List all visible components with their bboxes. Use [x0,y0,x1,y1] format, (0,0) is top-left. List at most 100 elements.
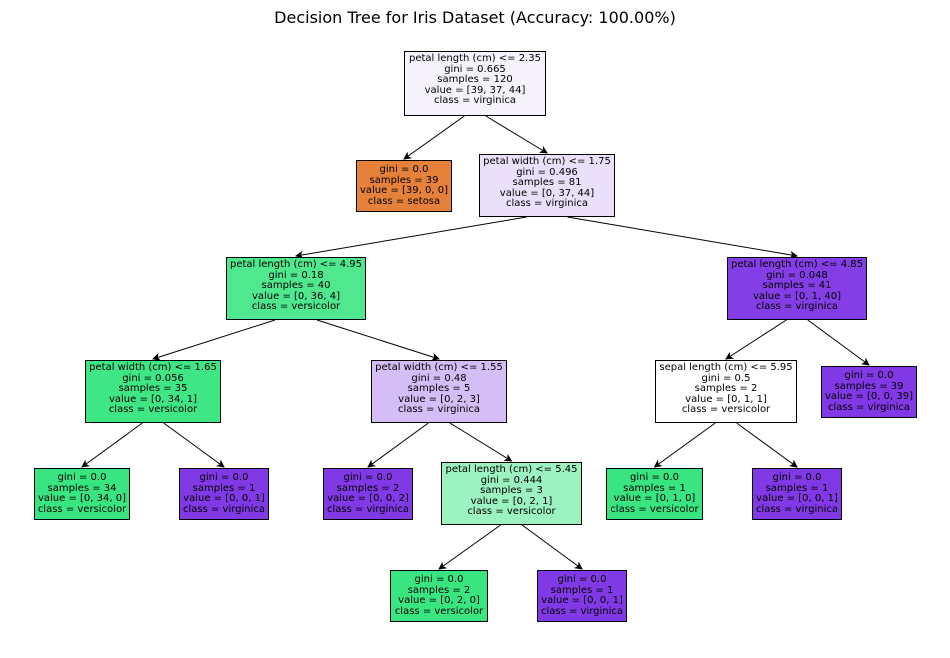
node-value: value = [39, 37, 44] [424,84,526,96]
node-gini: gini = 0.0 [57,472,107,483]
node-samples: samples = 5 [407,383,471,395]
node-gini: gini = 0.665 [444,63,506,75]
node-gini: gini = 0.0 [772,472,822,483]
node-samples: samples = 40 [261,280,331,292]
node-value: value = [0, 36, 4] [251,290,341,302]
node-samples: samples = 39 [834,380,904,392]
node-value: value = [0, 2, 0] [398,595,480,607]
node-class: class = virginica [505,198,589,210]
node-class: class = versicolor [467,506,556,518]
node-class: class = versicolor [108,404,198,416]
node-class: class = virginica [827,401,911,413]
node-gini: gini = 0.056 [122,372,184,384]
node-value: value = [0, 0, 39] [824,391,914,403]
edge-n12-n16 [521,524,583,570]
node-samples: samples = 2 [336,482,400,494]
node-value: value = [0, 0, 1] [756,493,838,505]
node-value: value = [0, 1, 1] [685,393,767,405]
edge-n6-n11 [367,422,429,468]
node-gini: gini = 0.48 [411,372,467,384]
node-value: value = [39, 0, 0] [359,185,449,197]
edge-n5-n10 [163,422,225,468]
node-value: value = [0, 0, 2] [327,493,409,505]
node-gini: gini = 0.444 [480,474,543,486]
node-samples: samples = 3 [480,485,543,497]
node-samples: samples = 1 [192,482,256,494]
node-split-rule: petal length (cm) <= 2.35 [409,53,541,64]
node-split-rule: petal width (cm) <= 1.75 [483,156,611,167]
node-samples: samples = 1 [623,482,686,494]
edge-n4-n7 [725,319,787,360]
node-samples: samples = 81 [512,177,582,189]
node-value: value = [0, 34, 0] [37,493,127,505]
node-split-rule: petal width (cm) <= 1.65 [89,362,217,373]
edge-n0-n2 [485,115,548,154]
node-value: value = [0, 2, 3] [398,393,480,405]
node-samples: samples = 1 [550,584,614,596]
node-class: class = virginica [182,503,266,515]
node-value: value = [0, 2, 1] [470,495,553,507]
node-samples: samples = 35 [118,383,188,395]
node-gini: gini = 0.0 [844,370,894,381]
edge-n3-n5 [152,319,276,361]
node-gini: gini = 0.5 [701,372,751,384]
edge-n4-n8 [807,319,870,366]
node-class: class = setosa [367,195,441,207]
node-class: class = versicolor [610,503,699,515]
edge-n7-n13 [653,422,716,468]
node-class: class = versicolor [37,503,127,515]
node-class: class = versicolor [251,301,341,313]
node-split-rule: petal length (cm) <= 4.85 [731,259,863,270]
node-class: class = virginica [397,404,481,416]
node-gini: gini = 0.0 [414,574,464,585]
node-class: class = versicolor [394,605,484,617]
node-samples: samples = 39 [369,174,439,186]
node-class: class = virginica [540,605,624,617]
node-samples: samples = 34 [47,482,117,494]
diagram-title: Decision Tree for Iris Dataset (Accuracy… [274,8,676,27]
node-value: value = [0, 1, 0] [613,493,696,505]
node-gini: gini = 0.0 [379,164,429,175]
node-value: value = [0, 34, 1] [108,393,198,405]
edge-n7-n14 [736,422,798,468]
node-class: class = virginica [326,503,410,515]
node-value: value = [0, 0, 1] [541,595,623,607]
node-split-rule: petal length (cm) <= 4.95 [230,259,362,270]
node-class: class = virginica [755,503,839,515]
edge-n12-n15 [438,524,501,570]
node-samples: samples = 120 [437,74,513,86]
edge-n5-n9 [81,422,143,468]
node-split-rule: petal length (cm) <= 5.45 [445,464,578,475]
node-split-rule: sepal length (cm) <= 5.95 [659,362,793,373]
node-class: class = versicolor [681,404,771,416]
node-samples: samples = 2 [694,383,758,395]
node-gini: gini = 0.0 [557,574,607,585]
node-class: class = virginica [755,301,839,313]
node-value: value = [0, 37, 44] [499,187,595,199]
node-class: class = virginica [433,95,517,107]
node-samples: samples = 1 [765,482,829,494]
node-gini: gini = 0.0 [199,472,249,483]
node-samples: samples = 41 [762,280,832,292]
node-gini: gini = 0.0 [630,472,679,483]
edge-n2-n3 [295,216,527,259]
edge-n3-n6 [316,319,440,361]
node-gini: gini = 0.0 [343,472,393,483]
